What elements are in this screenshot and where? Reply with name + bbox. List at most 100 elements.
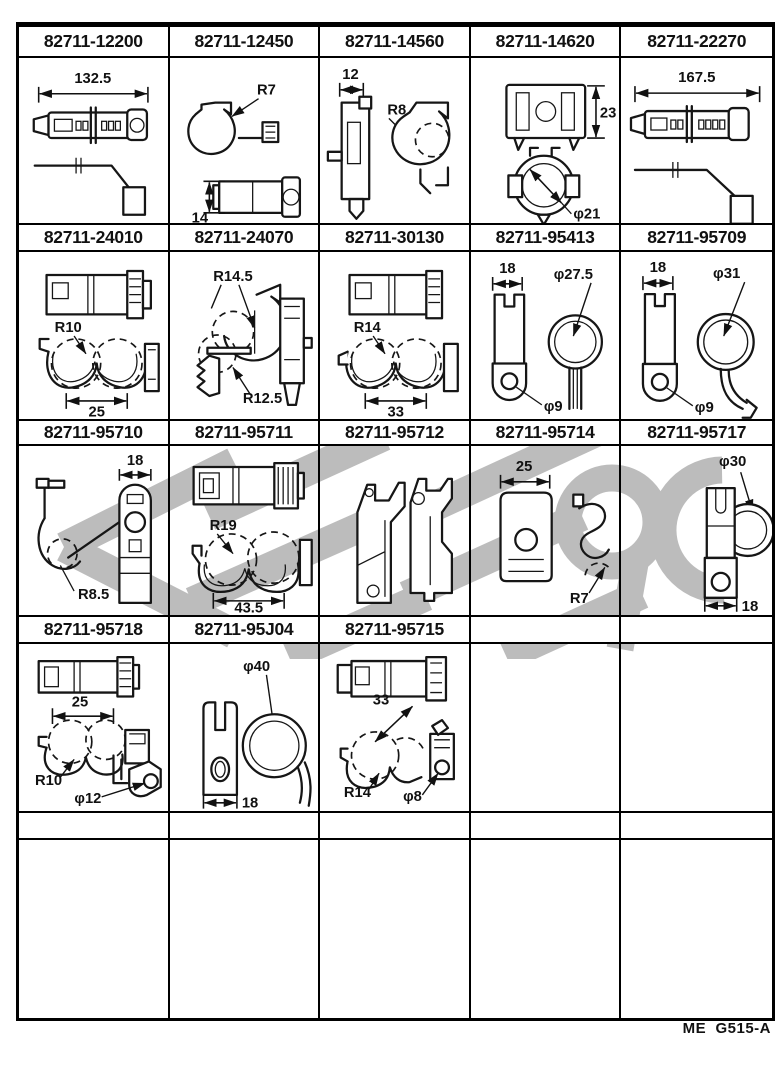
part-number: 82711-95718 bbox=[43, 619, 143, 639]
part-drawing-cell: 18 φ40 bbox=[170, 644, 321, 811]
part-drawing bbox=[356, 477, 454, 604]
wire-side-view bbox=[33, 157, 147, 216]
dimension-label: R14 bbox=[354, 320, 382, 336]
part-number: 82711-95715 bbox=[345, 619, 444, 639]
s-hook-side-view bbox=[572, 493, 610, 576]
bracket-top-view bbox=[505, 83, 587, 151]
part-number-cell: 82711-14620 bbox=[470, 25, 622, 58]
dimension-label: 25 bbox=[516, 459, 532, 475]
part-drawing-cell: R19 43.5 bbox=[170, 446, 321, 615]
double-clamp-front-view bbox=[38, 337, 160, 393]
part-number-cell bbox=[621, 811, 772, 840]
part-drawing: R19 43.5 bbox=[191, 461, 313, 615]
part-drawing-cell: 25 R10 φ12 bbox=[19, 644, 170, 811]
dimension-label: φ40 bbox=[243, 659, 270, 675]
part-number-cell: 82711-95710 bbox=[19, 419, 170, 446]
part-number-cell: 82711-95717 bbox=[621, 419, 772, 446]
dimension-label: 167.5 bbox=[678, 69, 715, 86]
part-number: 82711-22270 bbox=[647, 31, 747, 51]
dimension-label: R7 bbox=[570, 591, 589, 607]
part-drawing: 12 R8 bbox=[326, 67, 451, 220]
part-drawing-cell: 25 R7 bbox=[471, 446, 622, 615]
curved-clip bbox=[196, 283, 288, 398]
part-drawing: R8.5 18 bbox=[35, 453, 152, 604]
part-drawing: R10 25 bbox=[38, 269, 160, 419]
dimension-label: φ8 bbox=[403, 789, 422, 805]
dimension-label: R10 bbox=[35, 773, 62, 789]
clamp-body-top-view bbox=[192, 461, 305, 510]
part-number: 82711-12200 bbox=[43, 31, 143, 51]
bracket-front-view bbox=[356, 481, 406, 604]
dimension-label: R10 bbox=[55, 320, 82, 336]
dimension-label: 18 bbox=[499, 261, 515, 277]
clamp-body-top-view bbox=[336, 656, 448, 702]
dimension-label: φ12 bbox=[74, 791, 101, 807]
part-drawing: 167.5 bbox=[630, 69, 761, 223]
strap-with-hole bbox=[491, 293, 528, 402]
part-number-cell: 82711-95709 bbox=[621, 223, 772, 252]
part-drawing-cell: φ30 18 bbox=[621, 446, 772, 615]
part-number: 82711-14560 bbox=[345, 31, 444, 51]
part-number-cell: 82711-12450 bbox=[169, 25, 321, 58]
plate-side-view bbox=[118, 483, 152, 604]
tie-strap-top-view bbox=[630, 104, 751, 144]
part-number: 82711-95712 bbox=[345, 422, 444, 442]
part-drawing-cell bbox=[471, 840, 622, 1018]
dimension-label: R12.5 bbox=[242, 391, 281, 407]
dimension-label: 33 bbox=[388, 405, 404, 419]
part-number: 82711-95717 bbox=[647, 422, 747, 442]
part-drawing-cell: 18 φ9 φ31 bbox=[621, 252, 772, 419]
fork-plate bbox=[201, 701, 238, 797]
part-drawing-cell bbox=[621, 840, 772, 1018]
part-number-cell: 82711-95J04 bbox=[169, 615, 321, 644]
dimension-label: R14.5 bbox=[213, 269, 252, 285]
strap-front-view bbox=[704, 486, 739, 599]
dimension-label: 18 bbox=[742, 598, 759, 615]
double-clamp-front-view bbox=[337, 338, 460, 393]
part-drawing-cell bbox=[170, 840, 321, 1018]
part-drawing: R14.5 R12.5 bbox=[196, 269, 313, 407]
clamp-body-top-view bbox=[348, 269, 444, 320]
part-number: 82711-95709 bbox=[647, 227, 747, 247]
part-number-cell bbox=[19, 811, 170, 840]
part-number: 82711-24070 bbox=[194, 227, 294, 247]
clip-side-view bbox=[326, 95, 373, 220]
page-code-label: ME G515-A bbox=[682, 1020, 771, 1037]
parts-grid: 82711-12200 82711-12450 82711-14560 8271… bbox=[16, 22, 775, 1021]
dimension-label: φ31 bbox=[713, 265, 740, 282]
connector-side-view bbox=[429, 718, 456, 781]
part-number: 82711-14620 bbox=[495, 31, 595, 51]
part-number-cell: 82711-14560 bbox=[320, 25, 471, 58]
part-number-cell: 82711-95714 bbox=[470, 419, 622, 446]
hook-clip bbox=[186, 101, 279, 156]
part-drawing: 18 φ9 φ27.5 bbox=[491, 261, 603, 415]
clip-side-view bbox=[278, 297, 313, 407]
dimension-label: φ9 bbox=[695, 399, 714, 416]
part-number-cell: 82711-95413 bbox=[470, 223, 622, 252]
plate-front-view bbox=[499, 491, 553, 583]
part-number-cell: 82711-95711 bbox=[169, 419, 321, 446]
part-drawing: 25 R7 bbox=[499, 459, 610, 607]
part-number-cell: 82711-95718 bbox=[19, 615, 170, 644]
dimension-label: φ21 bbox=[573, 207, 600, 223]
clamp-front-view bbox=[339, 731, 426, 790]
part-drawing: 25 R10 φ12 bbox=[35, 656, 162, 807]
part-drawing-cell bbox=[19, 840, 170, 1018]
dimension-label: φ30 bbox=[719, 453, 746, 470]
part-drawing: 23 φ21 bbox=[505, 83, 616, 223]
bracket-side-view bbox=[409, 477, 454, 602]
part-drawing: R7 14 bbox=[186, 83, 301, 223]
part-number-cell: 82711-12200 bbox=[19, 25, 170, 58]
dimension-label: 18 bbox=[650, 259, 667, 276]
dimension-label: R19 bbox=[209, 518, 236, 534]
part-drawing-cell: 167.5 bbox=[621, 58, 772, 223]
ring-clip bbox=[697, 312, 759, 419]
part-number: 82711-95711 bbox=[194, 422, 293, 442]
part-drawing: 33 R14 φ8 bbox=[336, 656, 456, 805]
dimension-label: 12 bbox=[342, 67, 358, 83]
part-number: 82711-95413 bbox=[495, 227, 595, 247]
part-drawing-cell bbox=[320, 446, 471, 615]
part-number-cell: 82711-30130 bbox=[320, 223, 471, 252]
part-number-cell bbox=[470, 811, 622, 840]
part-number-cell: 82711-24070 bbox=[169, 223, 321, 252]
